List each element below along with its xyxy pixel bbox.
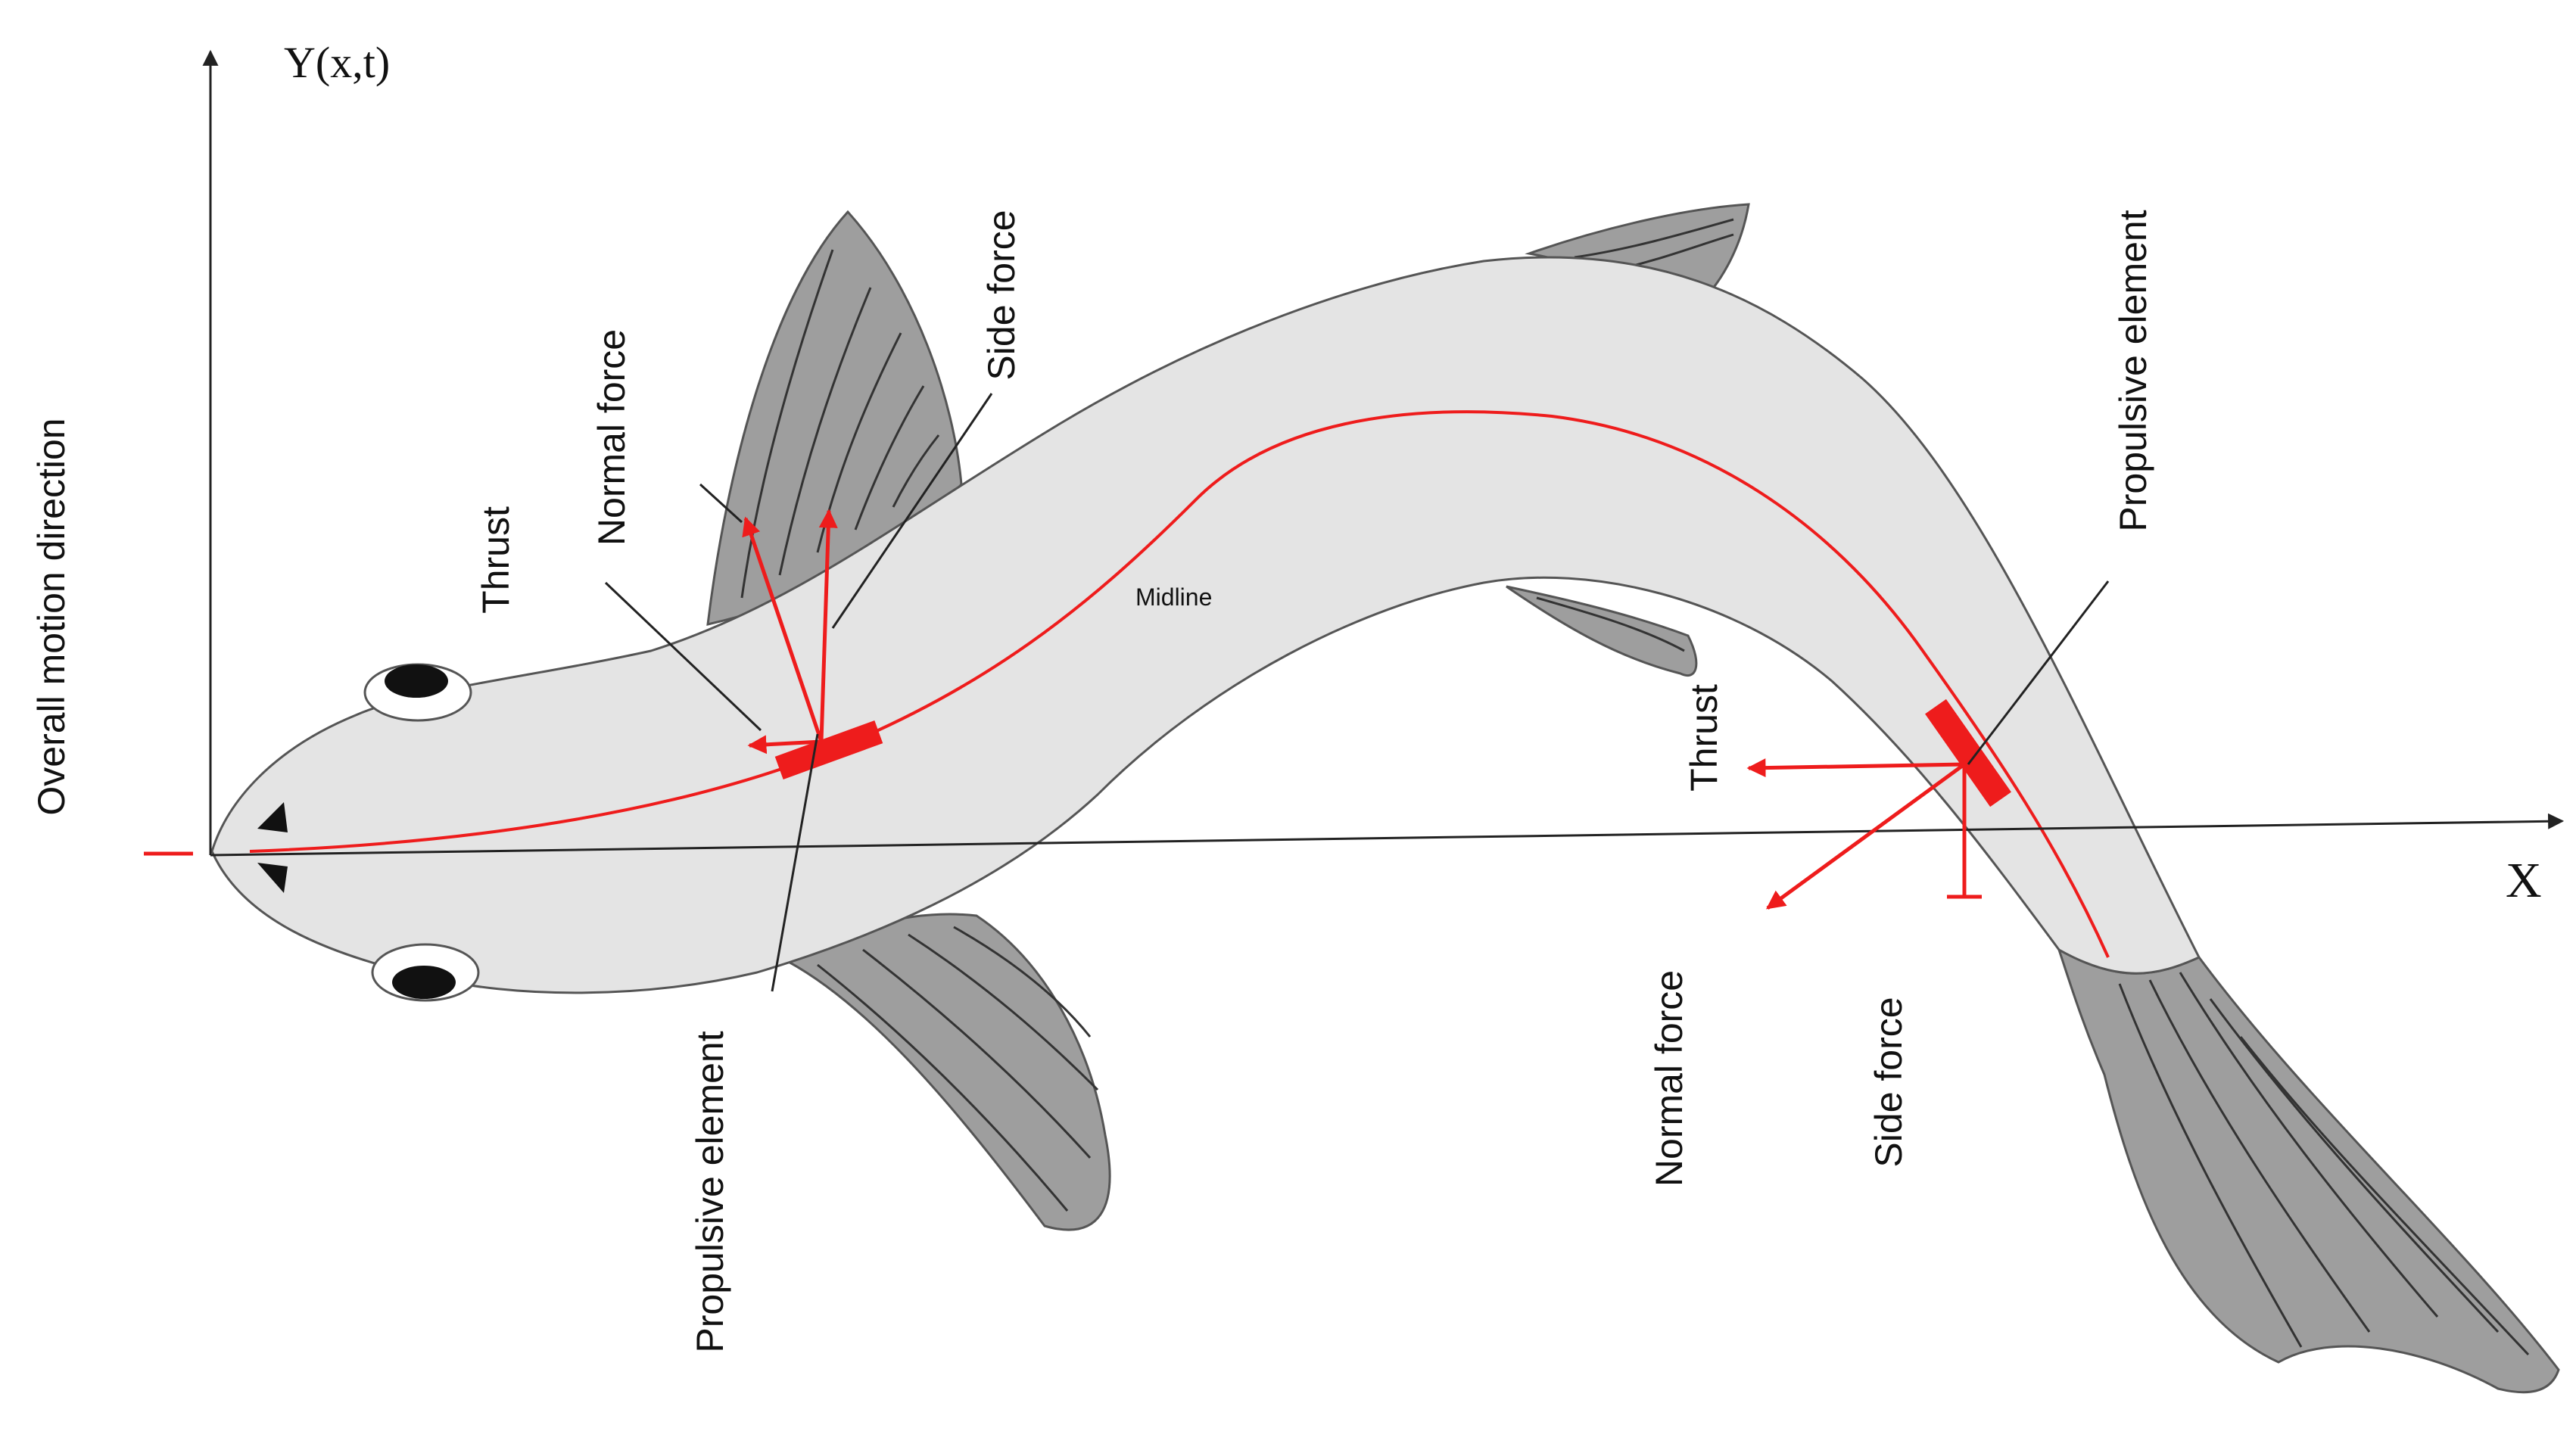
rear-normal-force-label: Normal force xyxy=(1648,970,1690,1187)
front-side-force-leader xyxy=(831,393,993,629)
nostril-top xyxy=(257,802,288,832)
front-lower-fin xyxy=(784,913,1111,1231)
rear-propulsive-element xyxy=(1925,698,2011,807)
front-element-leader xyxy=(771,733,819,992)
axes xyxy=(144,49,2565,857)
y-axis-label: Y(x,t) xyxy=(284,38,390,87)
front-propulsive-element-label: Propulsive element xyxy=(689,1031,731,1352)
midline-label: Midline xyxy=(1135,583,1212,611)
rear-propulsive-element-label: Propulsive element xyxy=(2112,210,2154,531)
eye-bottom xyxy=(371,943,480,1002)
rear-side-force-label: Side force xyxy=(1867,997,1910,1167)
tail-fin xyxy=(2057,947,2560,1394)
front-propulsive-element xyxy=(774,720,883,779)
rear-force-group xyxy=(1746,580,2110,910)
front-thrust-label: Thrust xyxy=(475,506,517,614)
front-normal-force-label: Normal force xyxy=(590,329,633,546)
rear-element-leader xyxy=(1967,580,2110,765)
front-thrust-leader xyxy=(699,483,743,524)
midline xyxy=(249,410,2110,958)
overall-motion-label: Overall motion direction xyxy=(30,418,73,815)
nostril-bottom xyxy=(257,863,288,893)
fish-body xyxy=(210,256,2201,994)
front-normal-force-leader xyxy=(604,581,762,732)
front-force-group xyxy=(604,393,993,992)
x-axis xyxy=(210,813,2565,857)
front-side-force-label: Side force xyxy=(980,210,1023,380)
eye-top xyxy=(363,663,472,722)
rear-thrust-label: Thrust xyxy=(1683,684,1725,792)
x-axis-label: X xyxy=(2506,853,2542,908)
small-lower-fin xyxy=(1506,585,1698,677)
